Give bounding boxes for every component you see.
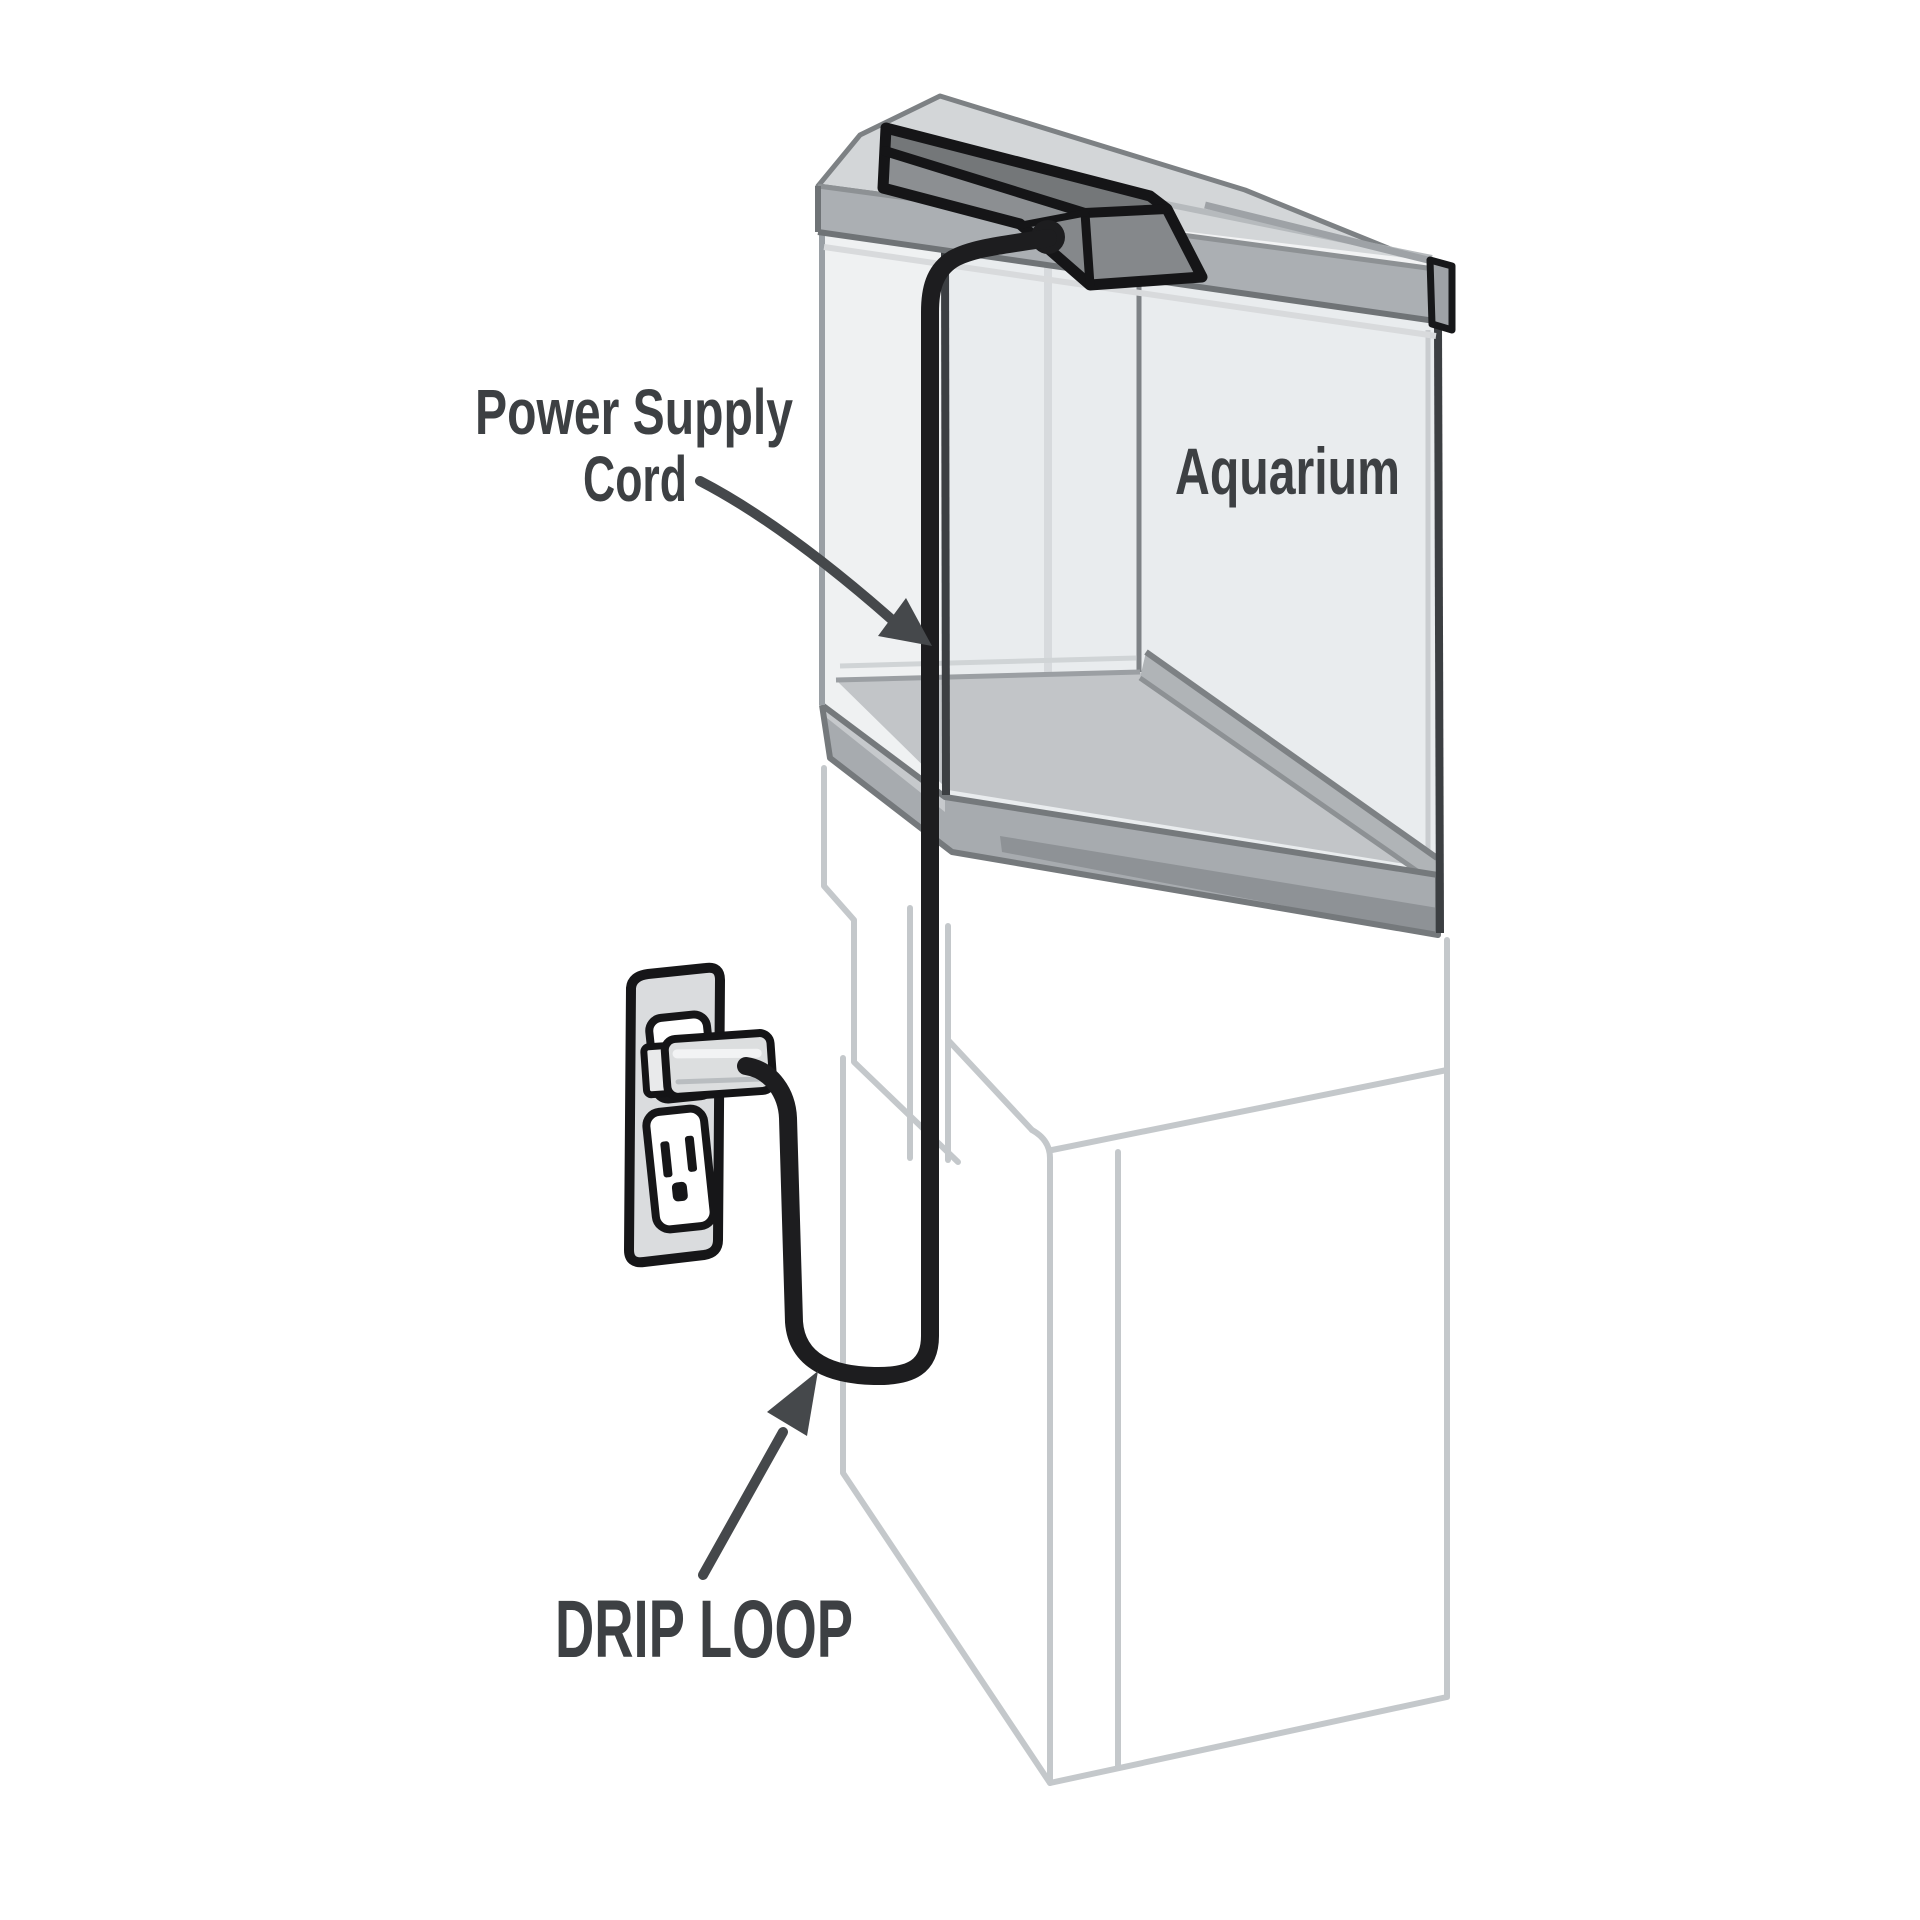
- hood-corner-cap: [1426, 256, 1456, 334]
- arrowhead-icon: [767, 1371, 818, 1436]
- power-plug: [640, 1029, 778, 1101]
- wall-outlet: [624, 962, 778, 1268]
- label-aquarium: Aquarium: [1175, 434, 1400, 508]
- tank-left-glass: [822, 233, 945, 797]
- arrow-power-supply-cord: [695, 476, 932, 646]
- label-power-supply-line2: Cord: [583, 443, 687, 515]
- cabinet-stand: [821, 765, 1450, 1786]
- arrowhead-icon: [878, 598, 932, 646]
- socket-slot-right-icon: [684, 1135, 698, 1172]
- arrow-drip-loop: [698, 1371, 818, 1580]
- label-power-supply-line1: Power Supply: [475, 376, 793, 448]
- socket-ground-hole-icon: [671, 1181, 688, 1202]
- socket-slot-left-icon: [660, 1141, 673, 1178]
- tank-floor: [835, 649, 1439, 886]
- labels: Power Supply Cord Aquarium DRIP LOOP: [475, 376, 1400, 1675]
- tank-bottom-frame: [819, 702, 1441, 938]
- label-drip-loop: DRIP LOOP: [555, 1584, 853, 1675]
- outlet-socket-bottom: [642, 1104, 718, 1234]
- power-cord-with-drip-loop: [737, 229, 1057, 1386]
